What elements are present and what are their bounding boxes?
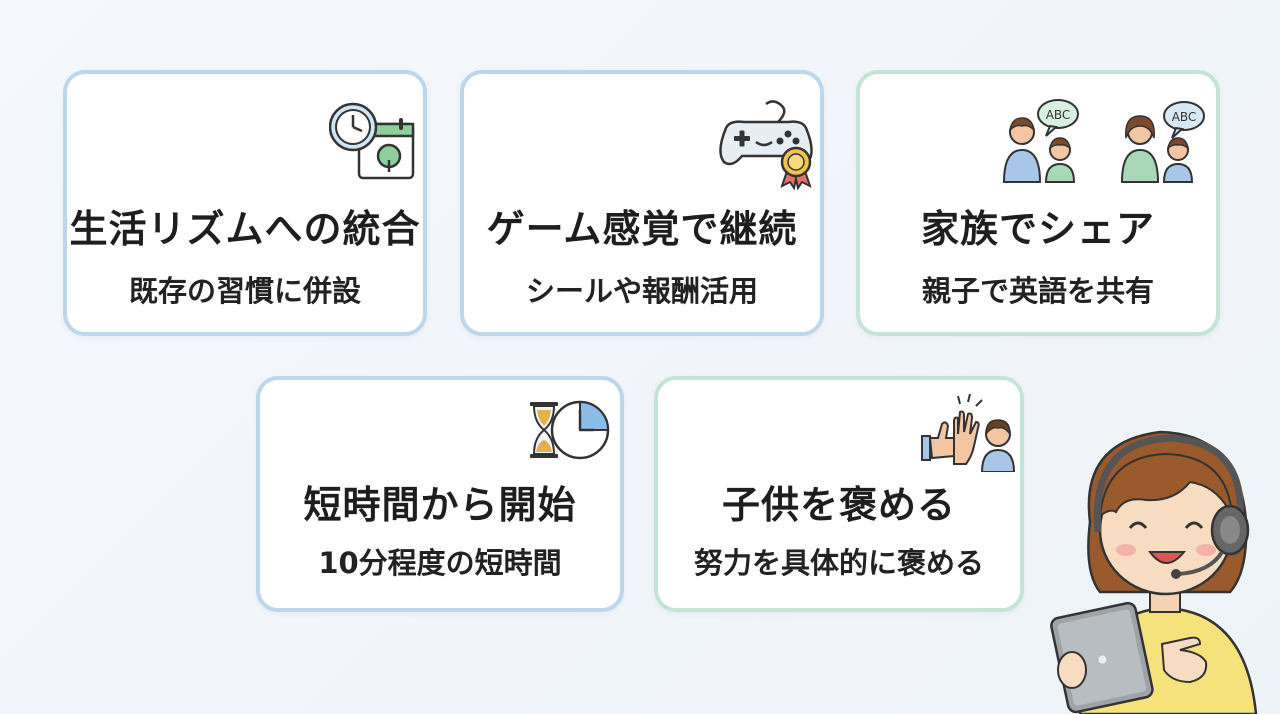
card-subtitle: 既存の習慣に併設 [128, 274, 361, 308]
card-subtitle: シールや報酬活用 [525, 274, 758, 308]
card-praise-child: 子供を褒める 努力を具体的に褒める [654, 376, 1024, 612]
card-subtitle: 親子で英語を共有 [921, 274, 1154, 308]
card-subtitle: 努力を具体的に褒める [693, 546, 984, 580]
card-title: 生活リズムへの統合 [69, 207, 421, 251]
hourglass-clock-icon [530, 400, 610, 460]
card-game-continue: ゲーム感覚で継続 シールや報酬活用 [460, 70, 824, 336]
card-title: 子供を褒める [721, 483, 956, 527]
clock-calendar-icon [329, 102, 415, 180]
card-title: 家族でシェア [920, 207, 1155, 251]
card-title: ゲーム感覚で継続 [486, 207, 798, 251]
card-subtitle: 10分程度の短時間 [318, 546, 562, 580]
thumbs-up-high-five-icon [921, 394, 1016, 472]
girl-with-headset-illustration [1050, 430, 1258, 714]
card-life-rhythm: 生活リズムへの統合 既存の習慣に併設 [63, 70, 427, 336]
gamepad-medal-icon [719, 100, 813, 190]
card-short-time: 短時間から開始 10分程度の短時間 [256, 376, 624, 612]
abc-bubble-text: ABC [1046, 108, 1071, 122]
card-title: 短時間から開始 [303, 483, 577, 527]
card-family-share: ABC ABC 家族でシェア 親子で英語を共有 [856, 70, 1220, 336]
family-abc-icon: ABC ABC [1002, 99, 1205, 183]
abc-bubble-text: ABC [1172, 110, 1197, 124]
